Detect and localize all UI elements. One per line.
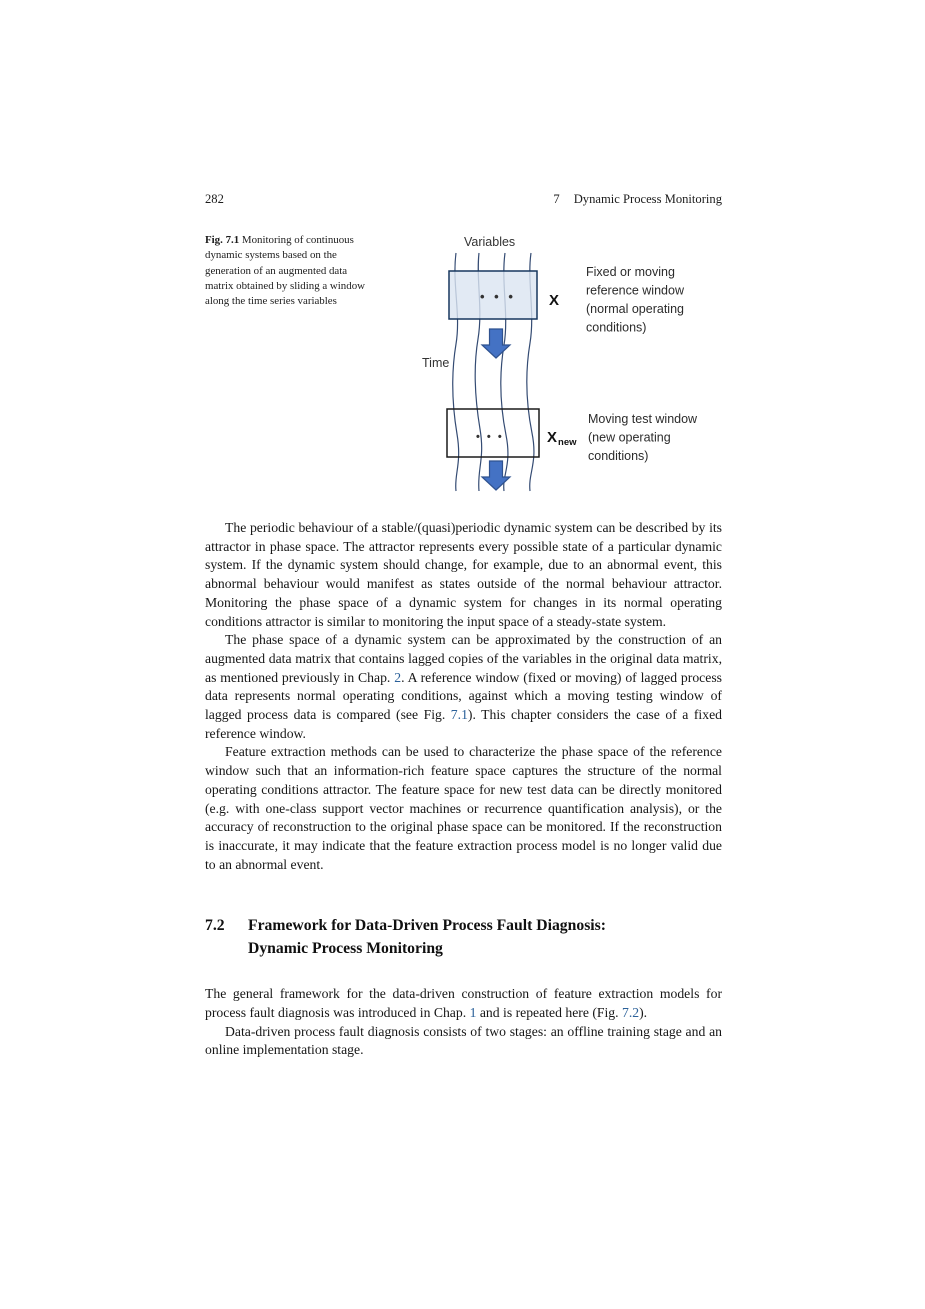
paragraph-4-text: and is repeated here (Fig. <box>476 1005 622 1021</box>
variables-label: Variables <box>464 235 515 249</box>
test-window-dots: • • • <box>476 431 504 443</box>
figure-7-1-graphic: Variables Time • • • • • • X Xnew Fixed … <box>422 235 698 492</box>
chapter-2-link[interactable]: 2 <box>394 669 402 685</box>
x-matrix-label: X <box>549 292 559 309</box>
paragraph-2-text: The phase space of a dynamic system can … <box>205 632 722 685</box>
chapter-1-link[interactable]: 1 <box>469 1005 477 1021</box>
page-number: 282 <box>205 192 224 206</box>
paragraph-2-text: ). This chapter considers the case of a … <box>205 707 722 741</box>
figure-caption: Fig. 7.1 Monitoring of continuous dynami… <box>205 233 366 309</box>
x-new-matrix-label: Xnew <box>547 429 577 448</box>
reference-window-annotation: Fixed or moving reference window (normal… <box>586 265 685 335</box>
svg-text:conditions): conditions) <box>588 449 648 463</box>
svg-text:(normal operating: (normal operating <box>586 302 684 316</box>
test-window-box <box>446 408 540 458</box>
body-text: The periodic behaviour of a stable/(quas… <box>205 519 722 1060</box>
paragraph-4: The general framework for the data-drive… <box>205 985 722 1022</box>
svg-text:(new operating: (new operating <box>588 431 671 445</box>
figure-7-1: Fig. 7.1 Monitoring of continuous dynami… <box>205 233 722 495</box>
paragraph-5: Data-driven process fault diagnosis cons… <box>205 1023 722 1058</box>
down-arrow-icon <box>480 328 512 359</box>
section-heading-7-2: 7.2 Framework for Data-Driven Process Fa… <box>205 915 722 960</box>
down-arrow-icon <box>480 460 512 491</box>
paragraph-4-text: ). <box>639 1005 648 1021</box>
paragraph-3: Feature extraction methods can be used t… <box>205 744 722 872</box>
svg-text:Moving test window: Moving test window <box>588 412 698 426</box>
figure-graphic: Variables Time • • • • • • X Xnew Fixed … <box>416 229 722 495</box>
section-number: 7.2 <box>205 917 225 935</box>
paragraph-2: The phase space of a dynamic system can … <box>205 631 722 743</box>
figure-7-2-link[interactable]: 7.2 <box>622 1005 640 1021</box>
figure-caption-text: Monitoring of continuous dynamic systems… <box>205 234 366 308</box>
svg-text:conditions): conditions) <box>586 321 646 335</box>
paragraph-2-text: . A reference window (fixed or moving) o… <box>205 669 722 723</box>
paragraph-1: The periodic behaviour of a stable/(quas… <box>205 520 722 629</box>
reference-window-box <box>448 270 538 320</box>
paragraph-4-text: The general framework for the data-drive… <box>205 986 722 1021</box>
time-label: Time <box>422 356 449 370</box>
section-title: Framework for Data-Driven Process Fault … <box>248 917 606 957</box>
reference-window-dots: • • • <box>480 289 516 304</box>
svg-text:reference window: reference window <box>586 284 685 298</box>
test-window-annotation: Moving test window (new operating condit… <box>588 412 698 463</box>
svg-text:Fixed or moving: Fixed or moving <box>586 265 675 279</box>
figure-caption-label: Fig. 7.1 <box>205 234 240 246</box>
figure-7-1-link[interactable]: 7.1 <box>450 707 468 723</box>
